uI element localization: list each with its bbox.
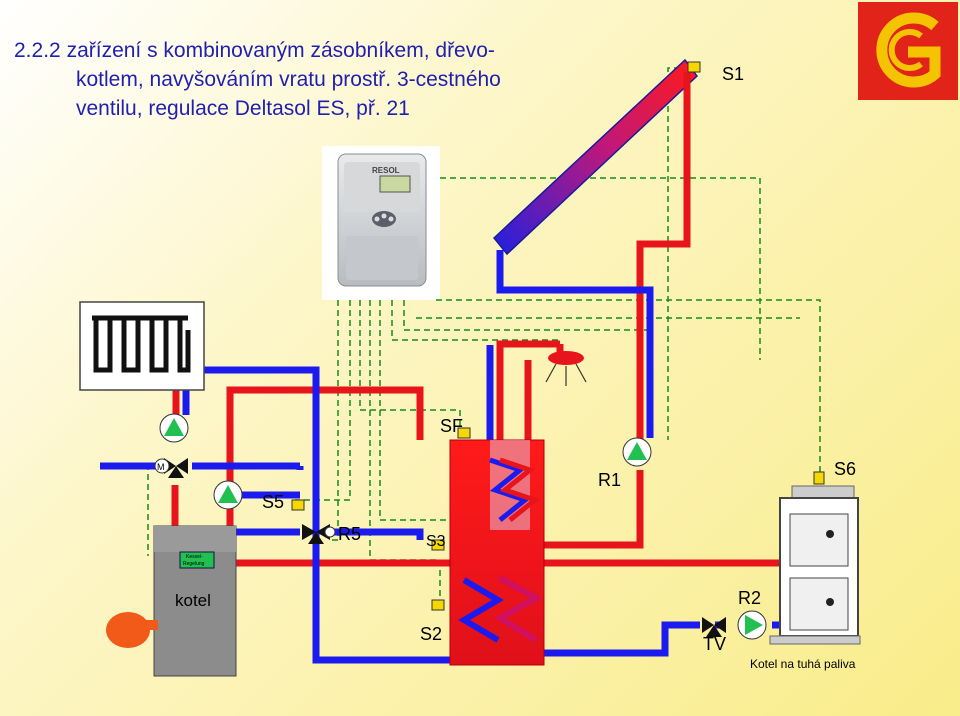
label-motor: M xyxy=(157,462,165,472)
title-number: 2.2.2 xyxy=(14,39,61,62)
three-way-valve-icon xyxy=(154,458,188,478)
label-s3: S3 xyxy=(426,533,446,550)
label-s6: S6 xyxy=(834,459,856,479)
title-line-1: zařízení s kombinovaným zásobníkem, dřev… xyxy=(66,39,495,62)
kessel-regelung-label-1: Kessel- xyxy=(186,554,203,560)
label-sf: SF xyxy=(440,416,463,436)
label-r5: R5 xyxy=(338,524,361,544)
pump-icon xyxy=(622,437,652,467)
label-r2: R2 xyxy=(738,588,761,608)
sensor-s6-icon xyxy=(813,471,825,485)
label-s5: S5 xyxy=(262,492,284,512)
three-way-valve-icon xyxy=(302,524,336,544)
shower-icon xyxy=(545,351,587,386)
pump-icon xyxy=(213,480,243,510)
solid-fuel-boiler-icon xyxy=(769,485,861,645)
title-line-2: kotlem, navyšováním vratu prostř. 3-cest… xyxy=(76,68,501,91)
label-r1: R1 xyxy=(598,470,621,490)
logo-g-icon xyxy=(858,2,958,100)
label-tv: TV xyxy=(703,634,726,654)
label-s1: S1 xyxy=(722,64,744,84)
sensor-sf-icon xyxy=(457,427,471,439)
controller-brand: RESOL xyxy=(372,166,400,175)
pump-icon xyxy=(737,610,767,640)
sensor-s2-icon xyxy=(431,599,445,611)
solar-collector-icon xyxy=(492,58,699,256)
label-kotel-tuha-paliva: Kotel na tuhá paliva xyxy=(750,657,856,671)
storage-tank xyxy=(449,439,545,666)
controller-device-icon: RESOL xyxy=(322,146,440,300)
boiler-icon: Kessel- Regelung xyxy=(153,525,237,677)
kessel-regelung-label-2: Regelung xyxy=(183,561,205,567)
label-s2: S2 xyxy=(420,624,442,644)
sensor-s3-icon xyxy=(431,539,445,551)
title-line-3: ventilu, regulace Deltasol ES, př. 21 xyxy=(76,97,410,120)
pump-icon xyxy=(159,413,189,443)
page-title: 2.2.2 zařízení s kombinovaným zásobníkem… xyxy=(14,36,614,123)
three-way-valve-icon xyxy=(702,617,726,637)
sensor-s1-icon xyxy=(687,61,701,73)
burner-icon xyxy=(106,612,158,648)
sensor-s5-icon xyxy=(291,499,305,511)
label-kotel: kotel xyxy=(175,591,211,610)
hot-pipes xyxy=(171,72,852,567)
radiator-icon xyxy=(79,301,205,391)
